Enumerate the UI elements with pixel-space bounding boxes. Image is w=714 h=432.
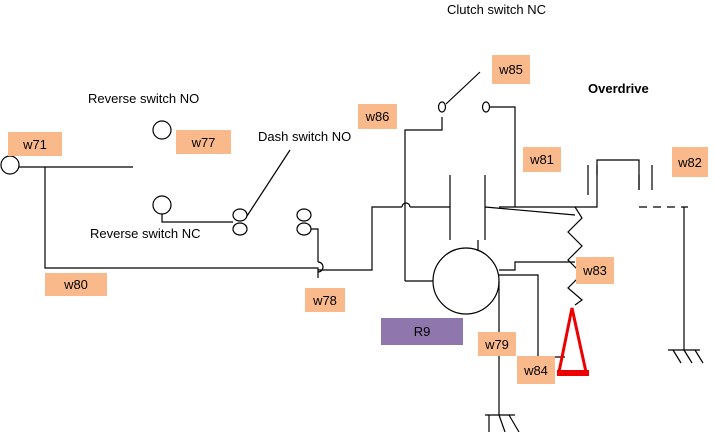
warning-triangle-icon (557, 307, 589, 376)
reverse-switch-nc-icon (152, 195, 172, 215)
wire-tag-w79: w79 (478, 332, 516, 356)
resistor-w83 (567, 206, 583, 306)
wire-tag-w71: w71 (8, 132, 62, 156)
relay-coil-icon (432, 247, 500, 315)
wire-tag-w77: w77 (176, 130, 231, 154)
wire-reverse-nc (161, 214, 233, 223)
wire-tag-w84: w84 (517, 356, 555, 384)
dash-switch-label: Dash switch NO (258, 129, 352, 144)
wire-w81 (490, 106, 516, 207)
wire-w80 (44, 167, 319, 272)
wire-w86 (404, 117, 443, 281)
wire-tag-w86: w86 (358, 104, 397, 129)
dash-switch-lever (246, 149, 291, 217)
clutch-switch-label: Clutch switch NC (447, 2, 546, 17)
wire-tag-w81: w81 (523, 147, 561, 172)
reverse-switch-nc-label: Reverse switch NC (90, 226, 201, 241)
wire-tag-w82: w82 (672, 147, 708, 177)
input-terminal-icon (0, 155, 20, 175)
wire-w78 (311, 228, 319, 262)
overdrive-solenoid (499, 159, 640, 208)
wire-tag-w78: w78 (305, 288, 345, 312)
reverse-switch-no-icon (152, 120, 172, 140)
wire-tag-w85: w85 (492, 55, 530, 84)
wire-to-w86-junction (318, 206, 402, 271)
relay-r9: R9 (381, 318, 463, 345)
overdrive-label: Overdrive (588, 81, 649, 96)
reverse-switch-no-label: Reverse switch NO (88, 91, 200, 106)
wire-tag-w80: w80 (45, 273, 107, 296)
clutch-switch-lever (445, 71, 481, 105)
wire-tag-w83: w83 (576, 257, 614, 284)
